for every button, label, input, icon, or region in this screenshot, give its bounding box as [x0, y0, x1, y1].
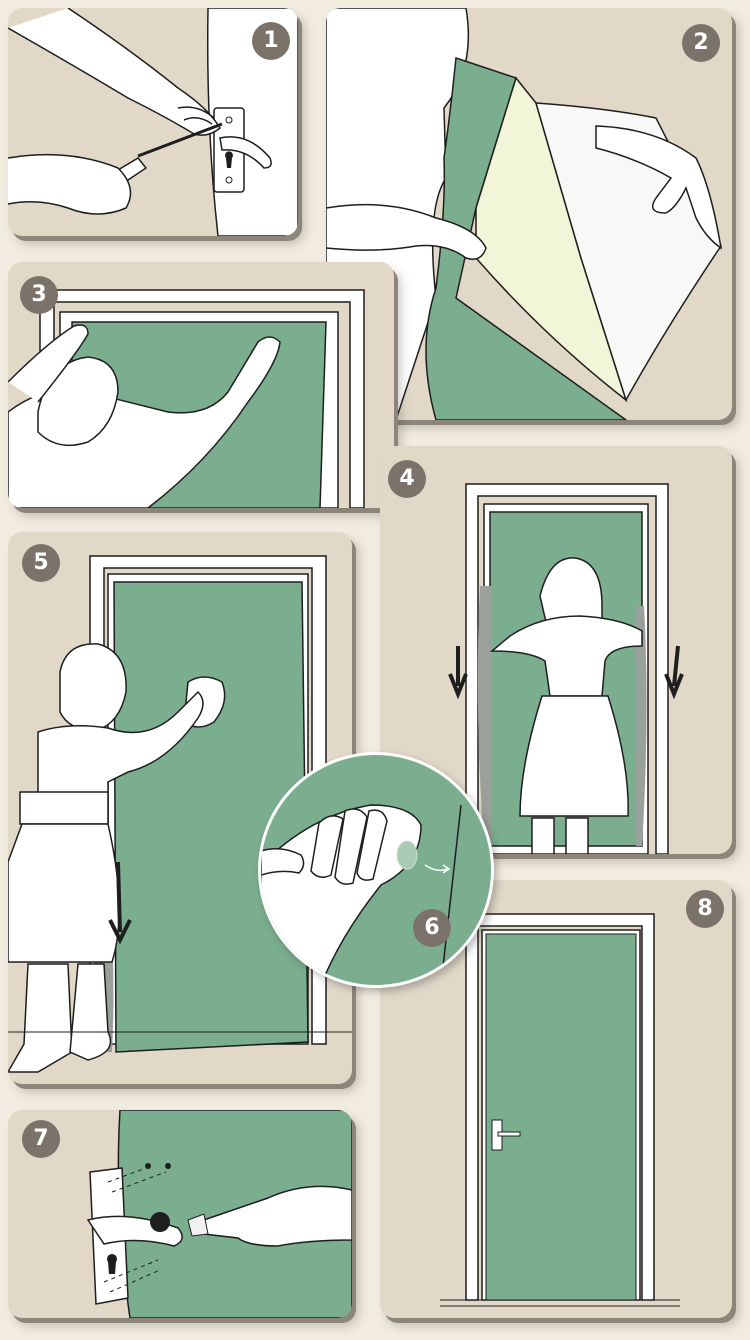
step-6-zoom-bubble: 6: [258, 752, 494, 988]
step-4-badge: 4: [388, 460, 426, 498]
step-7-panel: 7: [8, 1110, 352, 1318]
step-3-badge: 3: [20, 276, 58, 314]
step-1-badge: 1: [252, 22, 290, 60]
step-8-badge: 8: [686, 890, 724, 928]
apply-film-illustration: [8, 262, 394, 508]
remove-bubbles-illustration: [261, 755, 491, 985]
step-7-badge: 7: [22, 1120, 60, 1158]
step-3-panel: 3: [8, 262, 394, 508]
step-5-badge: 5: [22, 544, 60, 582]
step-2-badge: 2: [682, 24, 720, 62]
step-1-panel: 1: [8, 8, 298, 236]
step-6-badge: 6: [413, 909, 451, 947]
